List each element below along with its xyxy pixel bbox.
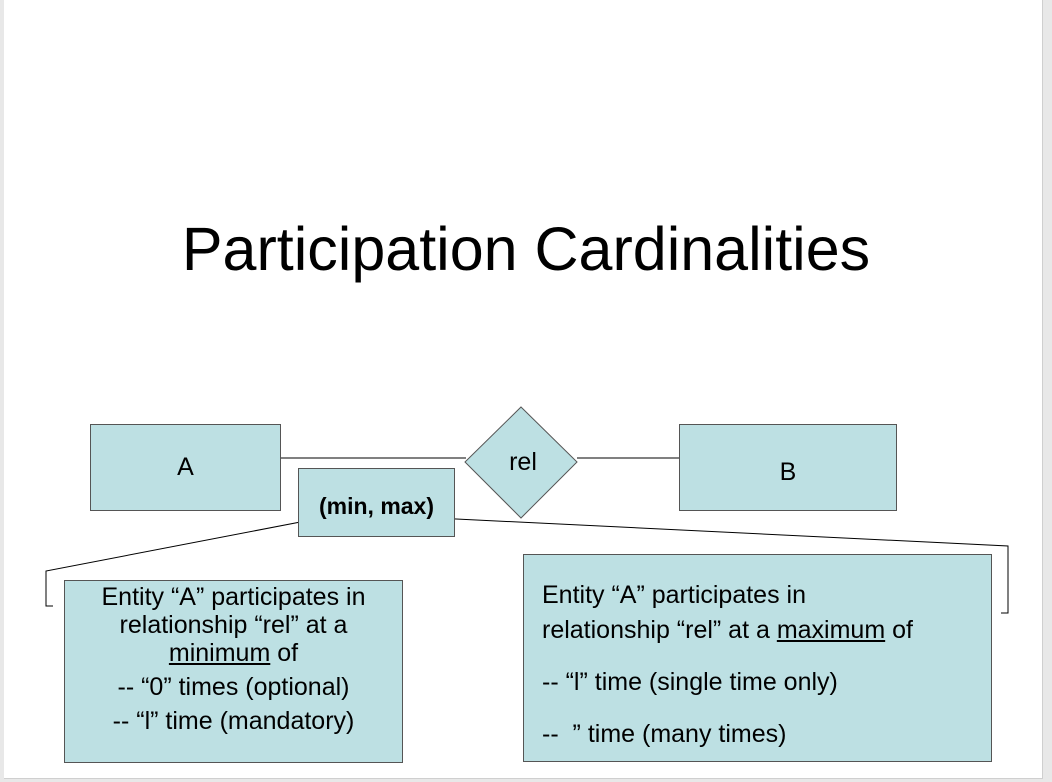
minimum-note-line3: minimum of <box>65 639 402 667</box>
maximum-note: Entity “A” participates in relationship … <box>523 554 992 762</box>
minimum-note-line1: Entity “A” participates in <box>101 583 366 611</box>
entity-b-label: B <box>779 458 797 486</box>
callout-arrow-max <box>435 514 1009 614</box>
relationship-diamond <box>464 406 578 519</box>
minimum-note-of: of <box>270 639 299 667</box>
maximum-note-item2: -- ” time (many times) <box>542 720 787 748</box>
cardinality-label: (min, max) <box>318 493 435 519</box>
relationship-label: rel <box>509 448 537 476</box>
minimum-note-item1: -- “0” times (optional) <box>117 673 350 701</box>
callout-arrow-min <box>45 516 317 607</box>
cardinality-box: (min, max) <box>298 468 455 537</box>
minimum-note-line2: relationship “rel” at a <box>119 611 348 639</box>
entity-b-box: B <box>679 424 897 511</box>
maximum-note-line2: relationship “rel” at a maximum of <box>542 613 991 648</box>
entity-a-box: A <box>90 424 281 511</box>
maximum-note-of: of <box>885 616 913 644</box>
maximum-keyword: maximum <box>776 616 886 644</box>
minimum-note: Entity “A” participates in relationship … <box>64 580 403 763</box>
maximum-note-prefix: relationship “rel” at a <box>542 616 777 644</box>
maximum-note-item1: -- “l” time (single time only) <box>542 668 838 696</box>
entity-a-label: A <box>177 453 194 481</box>
minimum-keyword: minimum <box>168 639 271 667</box>
maximum-note-line1: Entity “A” participates in <box>542 581 806 609</box>
minimum-note-item2: -- “l” time (mandatory) <box>112 707 355 735</box>
slide-title: Participation Cardinalities <box>181 215 871 283</box>
